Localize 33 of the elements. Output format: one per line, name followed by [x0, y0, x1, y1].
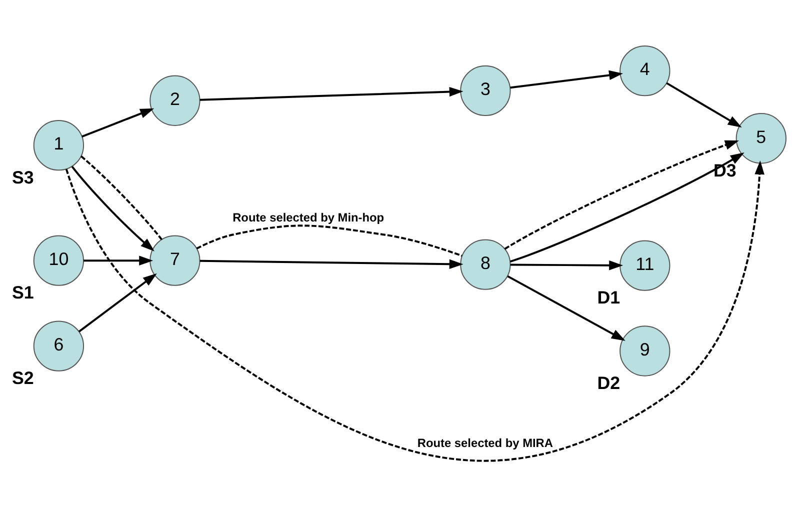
arrow: [510, 152, 744, 262]
arrow: [666, 82, 742, 128]
node-label: D1: [597, 287, 620, 308]
arrow: [200, 258, 464, 268]
node-circle: 6: [33, 320, 84, 371]
arrow: [510, 260, 624, 270]
connector: [80, 155, 162, 240]
arrow: [507, 274, 626, 340]
arrow: [71, 166, 154, 251]
node-circle: 10: [33, 234, 84, 286]
node-label: S3: [12, 166, 34, 187]
edge-label: Route selected by Min-hop: [232, 210, 384, 224]
node-circle: 2: [150, 74, 200, 126]
node-circle: 1: [33, 120, 84, 170]
edge-label: Route selected by MIRA: [417, 435, 554, 450]
arrow: [200, 86, 464, 100]
node-circle: 5: [736, 112, 786, 164]
arrow: [84, 255, 154, 265]
node-circle: 9: [620, 325, 670, 376]
arrow: [82, 108, 154, 138]
node-circle: 4: [620, 44, 670, 96]
node-label: D2: [597, 372, 620, 393]
node-circle: 3: [460, 64, 511, 116]
node-circle: 8: [460, 238, 511, 290]
arrow: [510, 70, 623, 88]
arrow: [65, 160, 764, 461]
node-label: S2: [12, 368, 34, 388]
connector: [196, 224, 462, 256]
arrow: [78, 272, 157, 332]
node-circle: 11: [620, 240, 670, 290]
arrow: [504, 140, 739, 250]
node-label: S1: [12, 282, 34, 302]
node-circle: 7: [150, 234, 200, 286]
